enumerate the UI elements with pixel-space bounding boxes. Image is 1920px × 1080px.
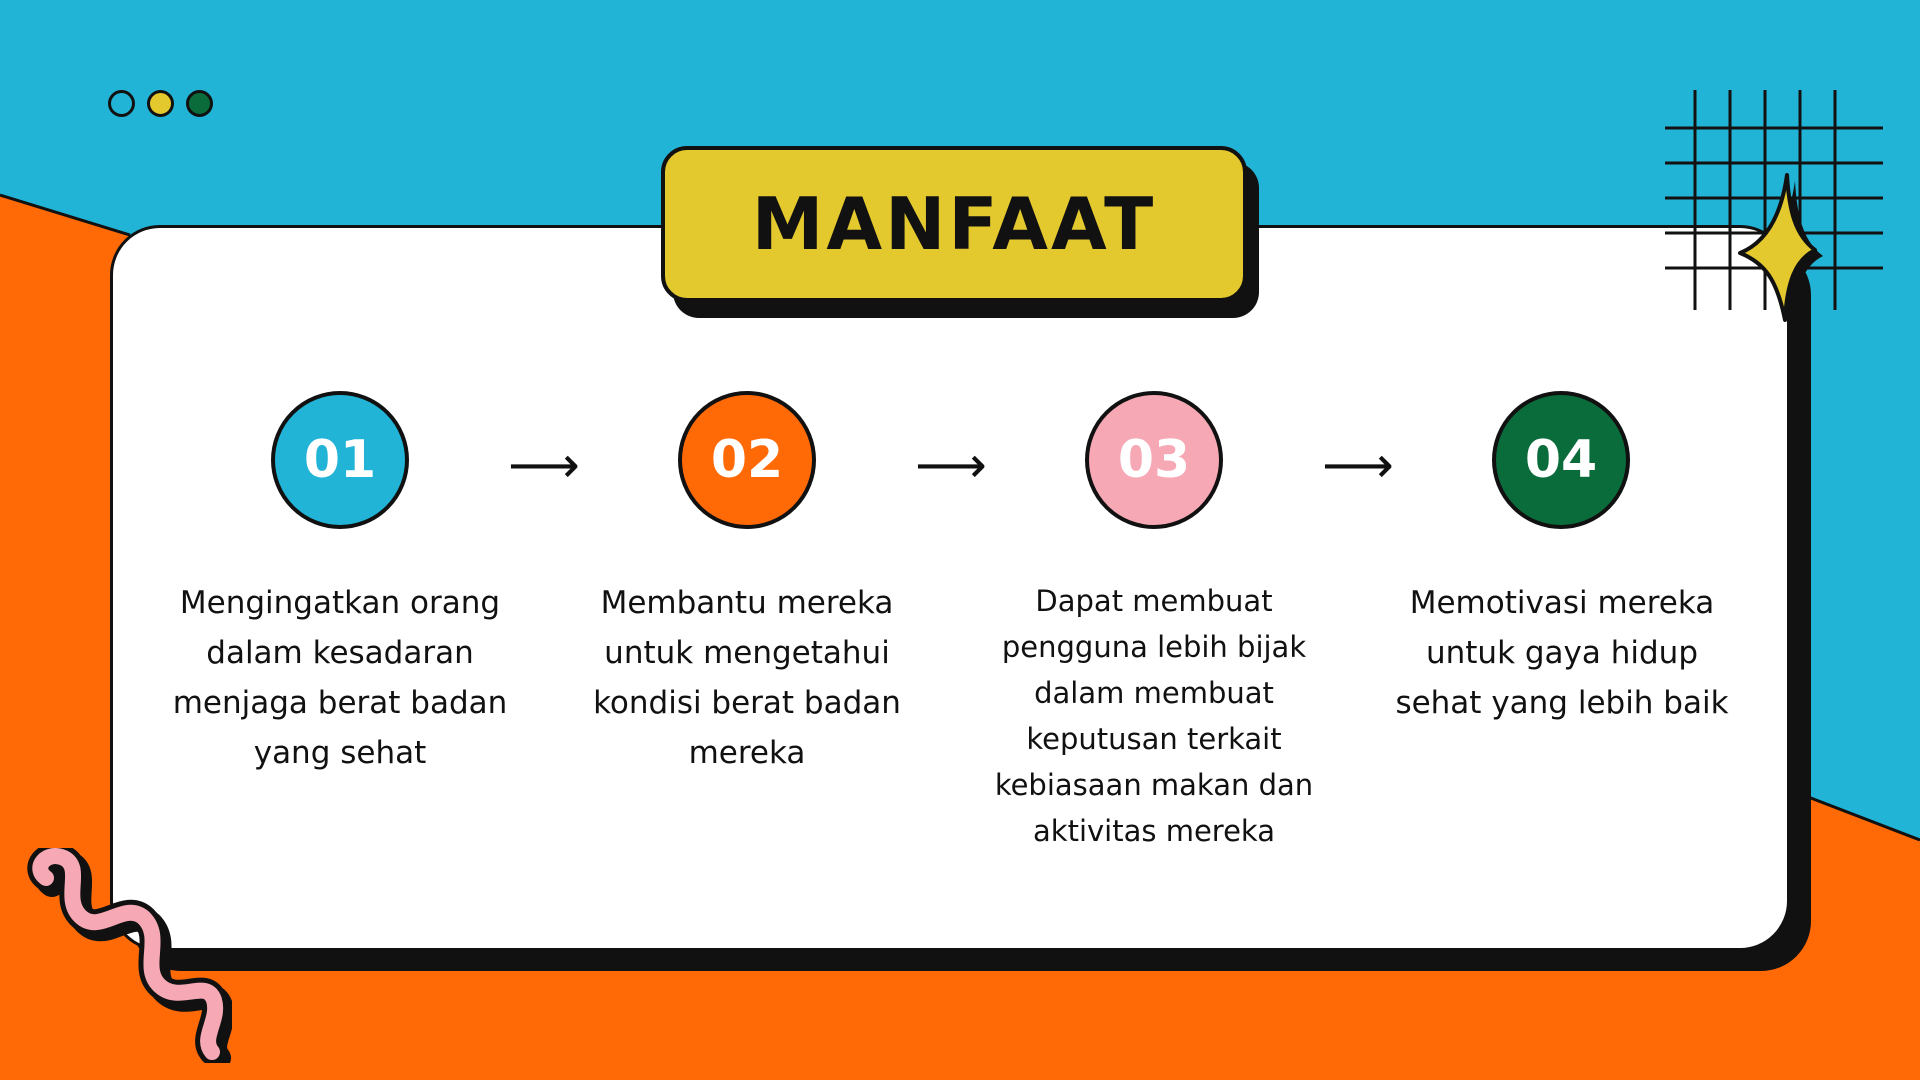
- step-4-number: 04: [1524, 430, 1598, 490]
- step-4-text: Memotivasi mereka untuk gaya hidup sehat…: [1395, 585, 1729, 721]
- step-1-number: 01: [303, 430, 377, 490]
- step-4-circle: 04: [1492, 391, 1630, 529]
- title-badge: MANFAAT: [661, 146, 1247, 302]
- step-1-text: Mengingatkan orang dalam kesadaran menja…: [172, 585, 508, 771]
- right-arrow-icon: ⟶: [915, 436, 987, 494]
- step-3-circle: 03: [1085, 391, 1223, 529]
- content-card: [110, 225, 1790, 951]
- right-arrow-icon: ⟶: [508, 436, 580, 494]
- step-3-number: 03: [1117, 430, 1191, 490]
- window-dots-icon: [108, 90, 213, 117]
- grid-icon: [1665, 90, 1883, 310]
- squiggle-icon: [27, 848, 232, 1063]
- step-2-circle: 02: [678, 391, 816, 529]
- page-title: MANFAAT: [751, 182, 1157, 266]
- sparkle-star-icon: [1738, 173, 1823, 326]
- step-2-number: 02: [710, 430, 784, 490]
- step-1-circle: 01: [271, 391, 409, 529]
- dot-blue: [108, 90, 135, 117]
- dot-green: [186, 90, 213, 117]
- step-3-text: Dapat membuat pengguna lebih bijak dalam…: [994, 584, 1314, 848]
- right-arrow-icon: ⟶: [1322, 436, 1394, 494]
- dot-yellow: [147, 90, 174, 117]
- step-2-text: Membantu mereka untuk mengetahui kondisi…: [593, 585, 901, 771]
